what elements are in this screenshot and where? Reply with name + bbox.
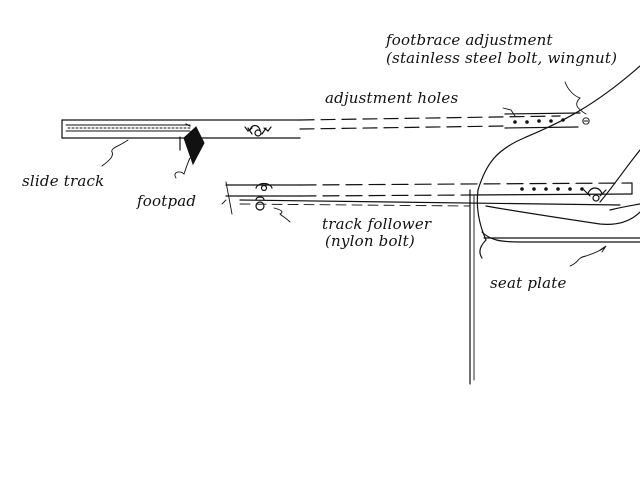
footbrace-stem [469,189,475,385]
footpad-shape [179,123,205,166]
slide-track-leader [101,139,129,167]
label-footbrace-adjustment-line1: footbrace adjustment [386,31,553,49]
lower-adjustment-holes [520,187,584,191]
label-seat-plate: seat plate [490,274,567,292]
label-track-follower-line2: (nylon bolt) [325,232,415,250]
label-footpad: footpad [137,192,197,210]
lower-wingnut [583,187,607,202]
label-footbrace-adjustment-line2: (stainless steel bolt, wingnut) [386,49,618,67]
footpad-leader [174,157,191,179]
seat-plate-leader [569,247,605,267]
seat-plate [481,203,640,243]
label-track-follower-line1: track follower [322,215,432,233]
lower-track [221,181,633,215]
seat-bracket [476,65,640,259]
adjustment-holes-leader [502,107,516,117]
upper-wingnut [244,124,272,137]
label-adjustment-holes: adjustment holes [325,89,459,107]
upper-slide-track [61,112,581,139]
upper-adjustment-holes [513,117,590,125]
footbrace-adjustment-leader [564,81,587,115]
track-follower-leader [273,207,291,223]
label-slide-track: slide track [22,172,105,190]
track-follower-bolt [255,182,273,211]
